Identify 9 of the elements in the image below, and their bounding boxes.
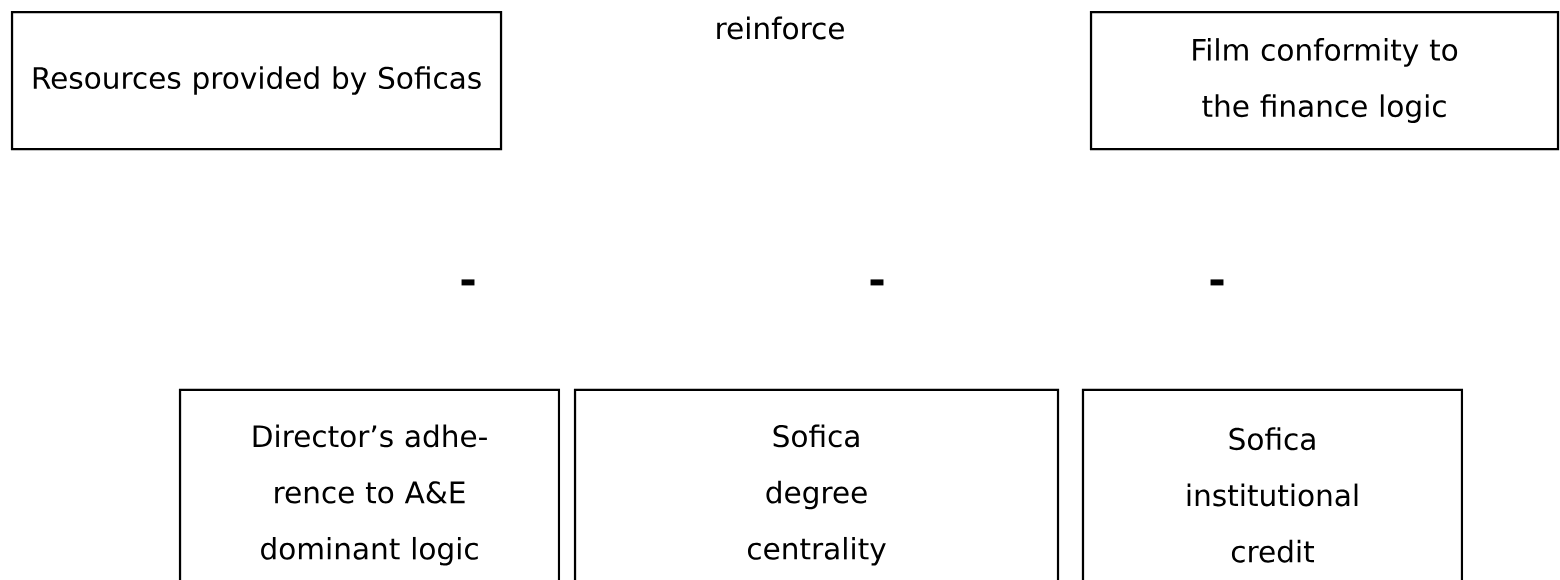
sign-label: -	[1210, 279, 1224, 286]
sign-label: -	[870, 279, 884, 286]
text-box: Resources provided by Soficas	[10, 10, 503, 151]
text-box: Director’s adhe-rence to A&E dominant logic	[178, 388, 561, 580]
sign-label: -	[461, 279, 475, 286]
text-box: Sofica institutional credit	[1081, 388, 1464, 580]
text-box: Sofica degree centrality	[573, 388, 1060, 580]
text-box: Film conformity to the finance logic	[1089, 10, 1560, 151]
word-label: reinforce	[717, 16, 844, 40]
